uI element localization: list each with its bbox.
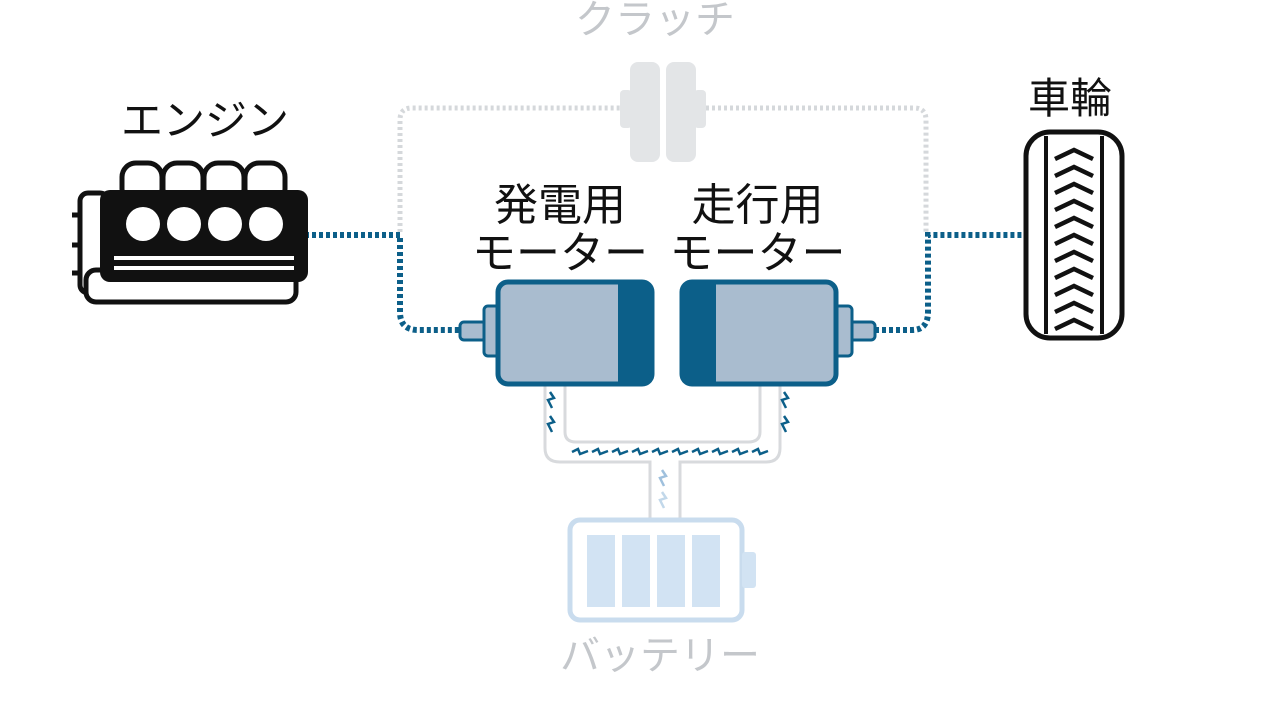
- tread-chevron: [1054, 300, 1094, 315]
- drive-motor-label-line1: 走行用: [691, 180, 824, 231]
- tread-chevron: [1054, 215, 1094, 230]
- generator-motor-label-line1: 発電用: [494, 180, 626, 231]
- wheel-label: 車輪: [1027, 74, 1112, 123]
- tread-chevron: [1054, 266, 1094, 281]
- tread-chevron: [1054, 147, 1094, 162]
- wheel-icon: [1023, 129, 1125, 341]
- spark: [651, 447, 669, 456]
- battery-label: バッテリー: [560, 633, 760, 679]
- clutch-label: クラッチ: [575, 0, 735, 43]
- spark: [691, 447, 709, 456]
- power-cable: [543, 385, 782, 518]
- spark: [711, 447, 729, 456]
- spark: [731, 447, 749, 456]
- spark: [546, 415, 556, 433]
- tread-chevron: [1054, 198, 1094, 213]
- engine-label: エンジン: [120, 96, 289, 145]
- drive-motor-icon: [679, 279, 877, 387]
- clutch-icon: [620, 62, 706, 162]
- spark: [546, 391, 556, 409]
- drive-motor-label-line2: モーター: [669, 228, 846, 279]
- spark: [591, 447, 609, 456]
- tread-chevron: [1054, 249, 1094, 264]
- spark: [658, 491, 668, 509]
- spark: [611, 447, 629, 456]
- engine-shaft-line: [305, 232, 460, 333]
- wheel-shaft-line: [875, 232, 1022, 333]
- tread-chevron: [1054, 283, 1094, 298]
- generator-motor-label: 発電用 モーター: [470, 184, 650, 280]
- tread-chevron: [1054, 232, 1094, 247]
- generator-motor-icon: [458, 279, 655, 387]
- spark: [671, 447, 689, 456]
- tread-chevron: [1054, 164, 1094, 179]
- tread-chevron: [1054, 181, 1094, 196]
- spark: [780, 415, 790, 433]
- electric-spark-icon: [546, 391, 790, 509]
- tread-chevron: [1054, 317, 1094, 332]
- generator-motor-label-line2: モーター: [472, 228, 648, 279]
- drive-motor-label: 走行用 モーター: [655, 184, 860, 280]
- clutch-bypass-line: [397, 105, 929, 232]
- spark: [571, 447, 589, 456]
- battery-icon: [567, 517, 756, 623]
- engine-icon: [72, 160, 308, 305]
- spark: [658, 469, 668, 487]
- spark: [631, 447, 649, 456]
- spark: [780, 391, 790, 409]
- spark: [751, 447, 769, 456]
